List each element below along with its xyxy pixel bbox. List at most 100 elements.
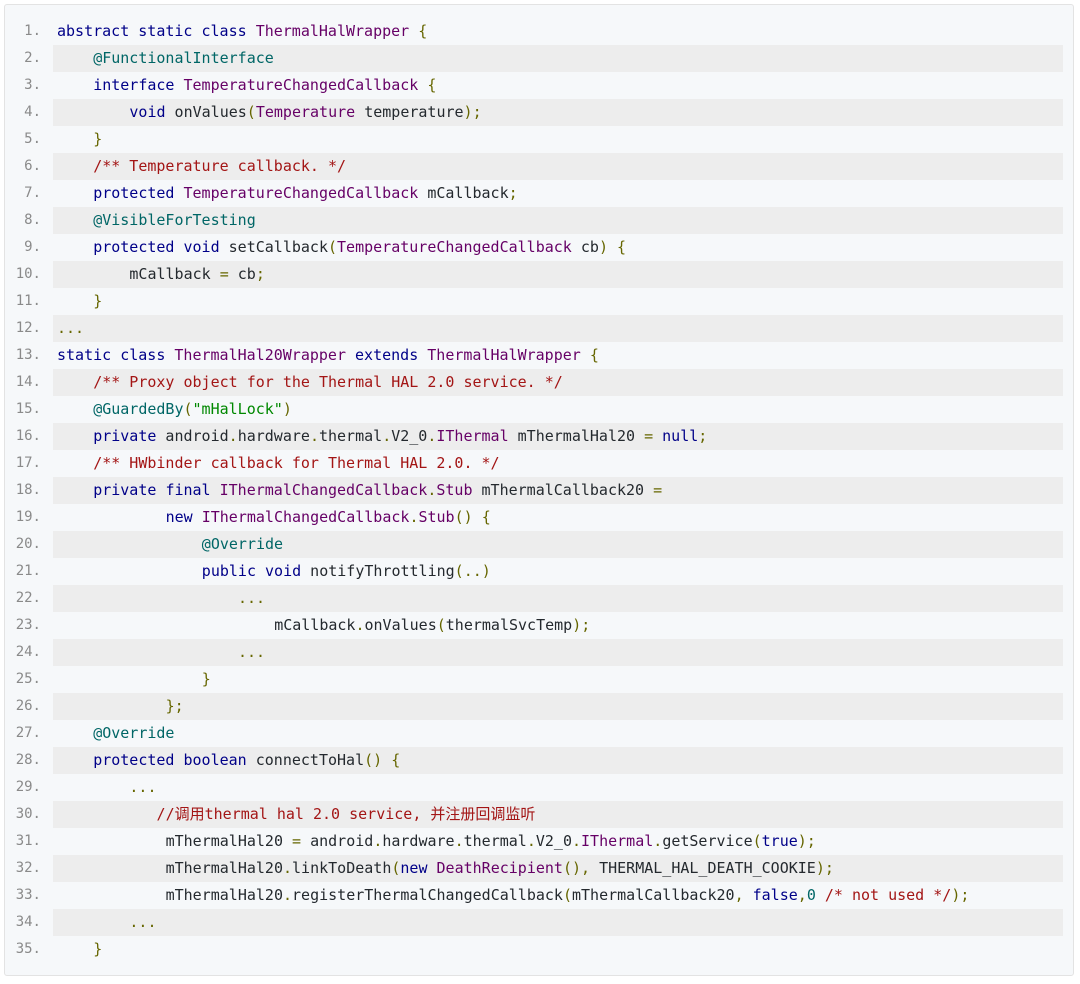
code-token: null: [662, 427, 699, 445]
code-token: [346, 346, 355, 364]
code-token: "mHalLock": [192, 400, 283, 418]
code-token: .: [572, 832, 582, 850]
code-token: android: [156, 427, 229, 445]
code-token: (: [391, 859, 401, 877]
code-token: );: [797, 832, 816, 850]
code-line: 25.}: [5, 666, 1073, 693]
code-token: Stub: [436, 481, 473, 499]
code-token: (: [328, 238, 338, 256]
line-number: 29.: [15, 779, 41, 795]
code-line: 11.}: [5, 288, 1073, 315]
code-line: 34....: [5, 909, 1073, 936]
code-token: ...: [129, 778, 157, 796]
code-text: }: [53, 666, 1063, 693]
code-text: };: [53, 693, 1063, 720]
code-token: connectToHal: [246, 751, 365, 769]
code-token: =: [644, 427, 654, 445]
code-token: hardware: [237, 427, 310, 445]
code-token: hardware: [382, 832, 455, 850]
line-number: 20.: [15, 536, 41, 552]
code-token: /* not used */: [824, 886, 952, 904]
code-line: 17. /** HWbinder callback for Thermal HAL…: [5, 450, 1073, 477]
code-token: android: [301, 832, 374, 850]
line-number: 35.: [15, 941, 41, 957]
code-token: TemperatureChangedCallback: [337, 238, 572, 256]
code-token: );: [815, 859, 834, 877]
code-line: 19.new IThermalChangedCallback.Stub() {: [5, 504, 1073, 531]
code-token: registerThermalChangedCallback: [292, 886, 563, 904]
code-line: 33.mThermalHal20.registerThermalChangedC…: [5, 882, 1073, 909]
line-number: 17.: [15, 455, 41, 471]
code-token: linkToDeath: [292, 859, 392, 877]
line-number: 13.: [15, 347, 41, 363]
code-token: static: [57, 346, 112, 364]
code-block: 1.abstract static class ThermalHalWrappe…: [4, 4, 1074, 976]
code-token: THERMAL_HAL_DEATH_COOKIE: [590, 859, 816, 877]
line-number: 27.: [15, 725, 41, 741]
code-token: class: [201, 22, 247, 40]
code-token: DeathRecipient: [436, 859, 563, 877]
code-line: 5.}: [5, 126, 1073, 153]
code-line: 4. void onValues(Temperature temperature)…: [5, 99, 1073, 126]
code-text: mThermalHal20 = android.hardware.thermal…: [53, 828, 1063, 855]
code-line: 15.@GuardedBy("mHalLock"): [5, 396, 1073, 423]
code-token: ): [282, 400, 292, 418]
code-line: 13.static class ThermalHal20Wrapper exte…: [5, 342, 1073, 369]
code-line: 32.mThermalHal20.linkToDeath(new DeathRe…: [5, 855, 1073, 882]
code-token: /** HWbinder callback for Thermal HAL 2.…: [93, 454, 500, 472]
line-number: 30.: [15, 806, 41, 822]
code-token: mCallback: [129, 265, 220, 283]
code-text: mThermalHal20.registerThermalChangedCall…: [53, 882, 1063, 909]
code-token: [192, 22, 201, 40]
code-token: ): [598, 238, 608, 256]
code-token: mCallback: [418, 184, 509, 202]
code-text: ...: [53, 639, 1063, 666]
code-token: true: [761, 832, 798, 850]
code-token: ThermalHal20Wrapper: [174, 346, 346, 364]
code-token: mThermalHal20: [508, 427, 645, 445]
code-text: mCallback = cb;: [53, 261, 1063, 288]
code-token: mThermalCallback20: [472, 481, 654, 499]
code-token: [174, 238, 183, 256]
code-token: (): [454, 508, 473, 526]
code-text: }: [53, 126, 1063, 153]
code-text: interface TemperatureChangedCallback {: [53, 72, 1063, 99]
code-token: (: [436, 616, 446, 634]
line-number: 4.: [24, 104, 41, 120]
line-number: 34.: [15, 914, 41, 930]
code-token: ...: [238, 643, 266, 661]
code-text: protected void setCallback(TemperatureCh…: [53, 234, 1063, 261]
code-token: }: [93, 130, 103, 148]
code-line: 29....: [5, 774, 1073, 801]
code-line: 28.protected boolean connectToHal() {: [5, 747, 1073, 774]
code-token: //调用thermal hal 2.0 service, 并注册回调监听: [156, 805, 536, 823]
code-token: ,: [734, 886, 744, 904]
code-token: [247, 22, 256, 40]
code-token: .: [653, 832, 663, 850]
code-token: TemperatureChangedCallback: [183, 76, 419, 94]
code-token: new: [400, 859, 428, 877]
line-number: 16.: [15, 428, 41, 444]
code-token: IThermal: [436, 427, 509, 445]
code-token: private: [93, 427, 157, 445]
code-token: {: [391, 751, 401, 769]
code-token: mThermalHal20: [165, 886, 283, 904]
line-number: 21.: [15, 563, 41, 579]
code-token: [816, 886, 825, 904]
code-token: .: [409, 508, 419, 526]
code-line: 9.protected void setCallback(Temperature…: [5, 234, 1073, 261]
code-token: ThermalHalWrapper: [427, 346, 581, 364]
code-token: void: [183, 238, 220, 256]
code-text: void onValues(Temperature temperature);: [53, 99, 1063, 126]
code-token: [382, 751, 391, 769]
code-token: @VisibleForTesting: [93, 211, 256, 229]
code-line: 23.mCallback.onValues(thermalSvcTemp);: [5, 612, 1073, 639]
code-token: (): [364, 751, 383, 769]
code-text: ...: [53, 585, 1063, 612]
code-token: }: [201, 670, 211, 688]
code-token: protected: [93, 238, 175, 256]
code-token: Stub: [418, 508, 455, 526]
code-token: [174, 184, 183, 202]
code-token: =: [292, 832, 302, 850]
code-token: [211, 481, 220, 499]
